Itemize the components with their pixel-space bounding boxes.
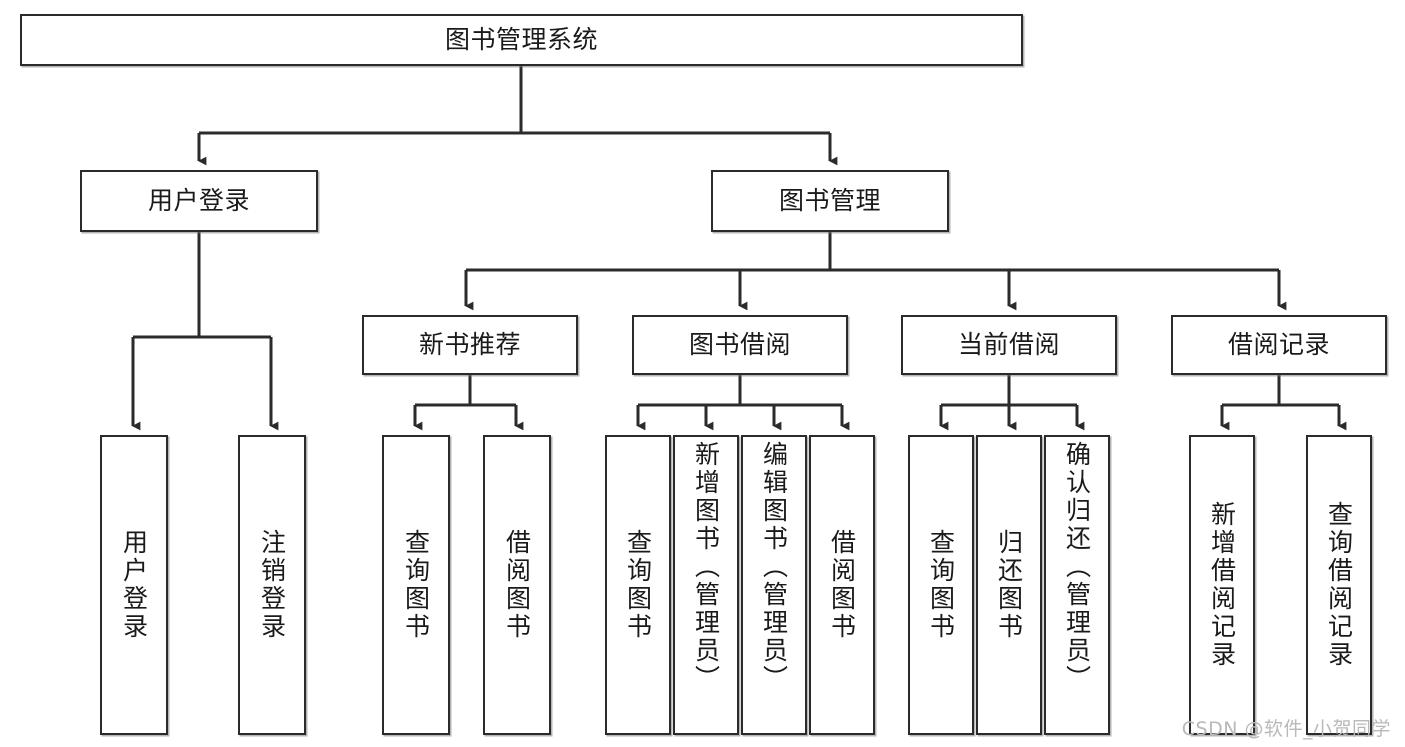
node-leaf-return-book[interactable]: 归还图书 <box>976 435 1042 735</box>
node-leaf-query-book-2-label: 查询图书 <box>623 529 653 641</box>
node-leaf-query-record[interactable]: 查询借阅记录 <box>1306 435 1372 735</box>
node-leaf-query-book-3[interactable]: 查询图书 <box>908 435 974 735</box>
node-leaf-add-book-label: 新增图书（管理员） <box>691 441 721 693</box>
node-new-book-rec[interactable]: 新书推荐 <box>362 315 578 375</box>
node-leaf-confirm-return-label: 确认归还（管理员） <box>1062 441 1092 693</box>
node-root-label: 图书管理系统 <box>444 25 598 54</box>
node-leaf-query-book-3-label: 查询图书 <box>926 529 956 641</box>
node-leaf-query-record-label: 查询借阅记录 <box>1324 501 1354 669</box>
node-root[interactable]: 图书管理系统 <box>20 14 1023 66</box>
node-leaf-query-book-1-label: 查询图书 <box>401 529 431 641</box>
node-leaf-query-book-1[interactable]: 查询图书 <box>382 435 450 735</box>
node-leaf-borrow-book-2-label: 借阅图书 <box>827 529 857 641</box>
node-borrow-record-label: 借阅记录 <box>1227 330 1330 359</box>
node-new-book-rec-label: 新书推荐 <box>418 330 521 359</box>
node-book-manage[interactable]: 图书管理 <box>711 170 949 232</box>
node-leaf-borrow-book-2[interactable]: 借阅图书 <box>809 435 875 735</box>
node-leaf-edit-book-label: 编辑图书（管理员） <box>759 441 789 693</box>
node-book-borrow-label: 图书借阅 <box>688 330 791 359</box>
node-leaf-add-book[interactable]: 新增图书（管理员） <box>673 435 739 735</box>
node-leaf-add-record-label: 新增借阅记录 <box>1207 501 1237 669</box>
node-leaf-borrow-book-1[interactable]: 借阅图书 <box>483 435 551 735</box>
node-current-borrow[interactable]: 当前借阅 <box>901 315 1117 375</box>
node-book-manage-label: 图书管理 <box>778 186 881 215</box>
node-borrow-record[interactable]: 借阅记录 <box>1171 315 1387 375</box>
node-leaf-user-login-label: 用户登录 <box>119 529 149 641</box>
node-leaf-user-logout-label: 注销登录 <box>257 529 287 641</box>
csdn-watermark: CSDN @软件_小贺同学 <box>1181 718 1391 740</box>
node-user-login-label: 用户登录 <box>147 186 250 215</box>
node-current-borrow-label: 当前借阅 <box>957 330 1060 359</box>
node-leaf-user-logout[interactable]: 注销登录 <box>238 435 306 735</box>
node-leaf-query-book-2[interactable]: 查询图书 <box>605 435 671 735</box>
node-leaf-user-login[interactable]: 用户登录 <box>100 435 168 735</box>
node-leaf-edit-book[interactable]: 编辑图书（管理员） <box>741 435 807 735</box>
node-leaf-add-record[interactable]: 新增借阅记录 <box>1189 435 1255 735</box>
node-user-login[interactable]: 用户登录 <box>80 170 318 232</box>
node-book-borrow[interactable]: 图书借阅 <box>632 315 848 375</box>
node-leaf-confirm-return[interactable]: 确认归还（管理员） <box>1044 435 1110 735</box>
node-leaf-borrow-book-1-label: 借阅图书 <box>502 529 532 641</box>
node-leaf-return-book-label: 归还图书 <box>994 529 1024 641</box>
